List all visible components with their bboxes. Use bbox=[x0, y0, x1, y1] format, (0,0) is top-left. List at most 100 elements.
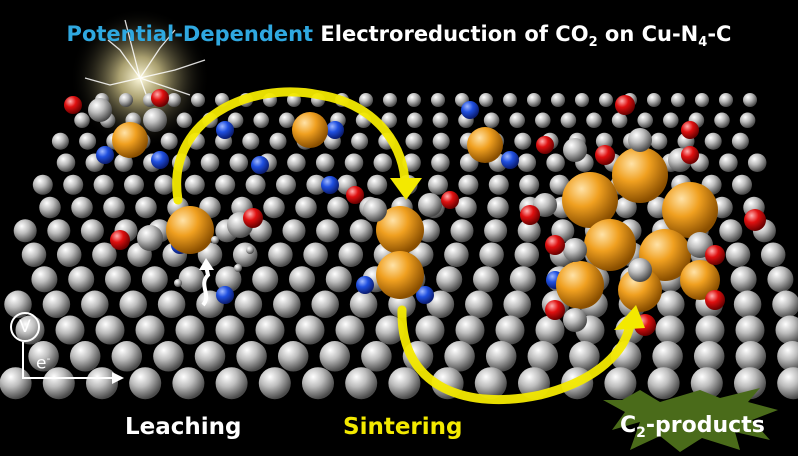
carbon-atom bbox=[407, 112, 423, 129]
oxygen-atom bbox=[520, 205, 540, 225]
carbon-atom bbox=[363, 198, 387, 222]
carbon-atom bbox=[527, 341, 559, 372]
carbon-atom bbox=[479, 93, 493, 107]
carbon-atom bbox=[725, 242, 751, 267]
carbon-atom bbox=[242, 132, 260, 150]
carbon-atom bbox=[119, 290, 147, 319]
title-text: Electroreduction of CO bbox=[313, 22, 589, 46]
carbon-atom bbox=[327, 196, 349, 219]
carbon-atom bbox=[527, 93, 541, 107]
title-highlight: Potential-Dependent bbox=[66, 22, 314, 46]
oxygen-atom bbox=[681, 121, 699, 139]
carbon-atom bbox=[695, 93, 709, 107]
carbon-atom bbox=[436, 266, 463, 293]
carbon-atom bbox=[143, 108, 167, 132]
title-sub-co2: 2 bbox=[588, 35, 598, 50]
carbon-atom bbox=[704, 132, 722, 150]
copper-atom bbox=[467, 127, 503, 163]
hydrogen-atom bbox=[211, 236, 219, 244]
carbon-atom bbox=[695, 315, 725, 345]
carbon-atom bbox=[135, 315, 165, 345]
carbon-atom bbox=[735, 341, 767, 372]
carbon-atom bbox=[79, 132, 97, 150]
carbon-atom bbox=[289, 266, 315, 293]
carbon-atom bbox=[431, 153, 450, 172]
carbon-atom bbox=[734, 367, 766, 400]
carbon-atom bbox=[772, 290, 798, 319]
carbon-atom bbox=[777, 341, 798, 372]
carbon-atom bbox=[714, 112, 730, 129]
carbon-atom bbox=[351, 132, 369, 150]
carbon-atom bbox=[767, 266, 794, 293]
carbon-atom bbox=[560, 112, 577, 129]
carbon-atom bbox=[474, 367, 507, 400]
copper-atom bbox=[584, 219, 636, 271]
carbon-atom bbox=[253, 112, 269, 129]
carbon-atom bbox=[657, 290, 685, 319]
carbon-atom bbox=[81, 290, 109, 319]
carbon-atom bbox=[604, 367, 637, 400]
oxygen-atom bbox=[545, 300, 565, 320]
carbon-atom bbox=[383, 93, 397, 107]
carbon-atom bbox=[465, 290, 493, 319]
carbon-atom bbox=[157, 290, 186, 319]
carbon-atom bbox=[569, 341, 600, 372]
carbon-atom bbox=[191, 93, 205, 107]
nitrogen-atom bbox=[326, 121, 344, 139]
carbon-atom bbox=[509, 112, 525, 129]
copper-atom bbox=[618, 268, 662, 312]
nitrogen-atom bbox=[461, 101, 479, 119]
carbon-atom bbox=[276, 174, 296, 195]
carbon-atom bbox=[760, 242, 786, 267]
carbon-atom bbox=[349, 219, 373, 243]
carbon-atom bbox=[295, 315, 325, 345]
carbon-atom bbox=[373, 153, 393, 172]
carbon-atom bbox=[4, 290, 32, 319]
carbon-atom bbox=[415, 315, 445, 345]
carbon-atom bbox=[730, 266, 757, 293]
carbon-atom bbox=[258, 367, 291, 400]
nitrogen-atom bbox=[216, 286, 234, 304]
carbon-atom bbox=[277, 341, 309, 372]
carbon-atom bbox=[719, 93, 733, 107]
carbon-atom bbox=[141, 266, 168, 293]
carbon-atom bbox=[13, 219, 37, 243]
carbon-atom bbox=[514, 242, 540, 267]
oxygen-atom bbox=[545, 235, 565, 255]
nitrogen-atom bbox=[321, 176, 339, 194]
hydrogen-atom bbox=[234, 264, 242, 272]
carbon-atom bbox=[487, 196, 509, 219]
page-title: Potential-Dependent Electroreduction of … bbox=[0, 22, 798, 50]
carbon-atom bbox=[407, 93, 421, 107]
hydrogen-atom bbox=[246, 246, 254, 254]
copper-atom bbox=[612, 147, 668, 203]
electron-label: e- bbox=[36, 352, 50, 374]
carbon-atom bbox=[137, 225, 163, 251]
carbon-atom bbox=[611, 112, 628, 129]
carbon-atom bbox=[69, 341, 101, 372]
carbon-atom bbox=[92, 242, 117, 267]
carbon-atom bbox=[509, 266, 536, 293]
oxygen-atom bbox=[615, 95, 635, 115]
carbon-atom bbox=[153, 341, 184, 372]
carbon-atom bbox=[488, 174, 509, 195]
copper-atom bbox=[376, 251, 424, 299]
carbon-atom bbox=[178, 266, 205, 293]
carbon-atom bbox=[338, 242, 364, 267]
carbon-atom bbox=[743, 93, 757, 107]
carbon-atom bbox=[455, 196, 477, 219]
carbon-atom bbox=[735, 315, 765, 345]
c2-products-label: C2-products bbox=[620, 413, 765, 441]
carbon-atom bbox=[431, 93, 445, 107]
carbon-atom bbox=[335, 315, 365, 345]
carbon-atom bbox=[359, 93, 373, 107]
carbon-atom bbox=[215, 266, 242, 293]
carbon-atom bbox=[535, 112, 551, 129]
carbon-atom bbox=[160, 132, 178, 150]
title-text-end: -C bbox=[707, 22, 732, 46]
carbon-atom bbox=[517, 219, 541, 243]
axis-arrowhead bbox=[112, 372, 124, 384]
carbon-atom bbox=[282, 219, 306, 243]
carbon-atom bbox=[637, 112, 653, 129]
